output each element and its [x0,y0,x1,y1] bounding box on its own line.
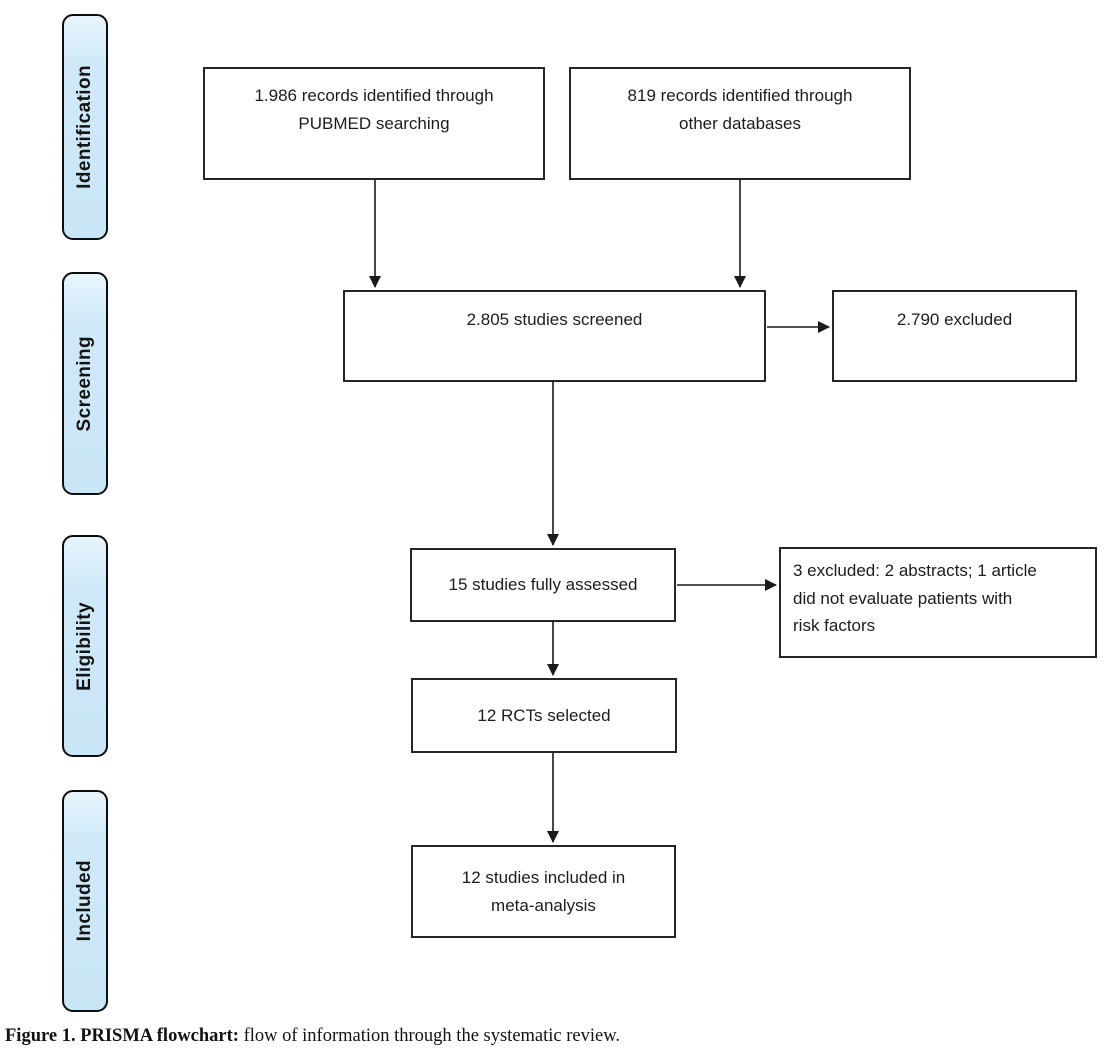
stage-label-included: Included [74,860,95,942]
node-records-pubmed: 1.986 records identified through PUBMED … [203,67,545,180]
stage-tab-screening: Screening [62,272,108,495]
stage-label-screening: Screening [74,335,95,432]
figure-caption-description: flow of information through the systemat… [238,1026,621,1046]
node-records-other-databases: 819 records identified through other dat… [569,67,911,180]
figure-caption: Figure 1. PRISMA flowchart: flow of info… [5,1026,1105,1047]
figure-caption-title: Figure 1. PRISMA flowchart: [5,1026,239,1046]
stage-tab-identification: Identification [62,14,108,240]
node-studies-screened: 2.805 studies screened [343,290,766,382]
node-eligibility-excluded: 3 excluded: 2 abstracts; 1 article did n… [779,547,1097,658]
stage-label-eligibility: Eligibility [74,601,95,691]
node-studies-fully-assessed: 15 studies fully assessed [410,548,676,622]
node-screening-excluded: 2.790 excluded [832,290,1077,382]
stage-tab-eligibility: Eligibility [62,535,108,757]
node-studies-included-meta-analysis: 12 studies included in meta-analysis [411,845,676,938]
stage-label-identification: Identification [74,65,95,189]
stage-tab-included: Included [62,790,108,1012]
node-rcts-selected: 12 RCTs selected [411,678,677,753]
